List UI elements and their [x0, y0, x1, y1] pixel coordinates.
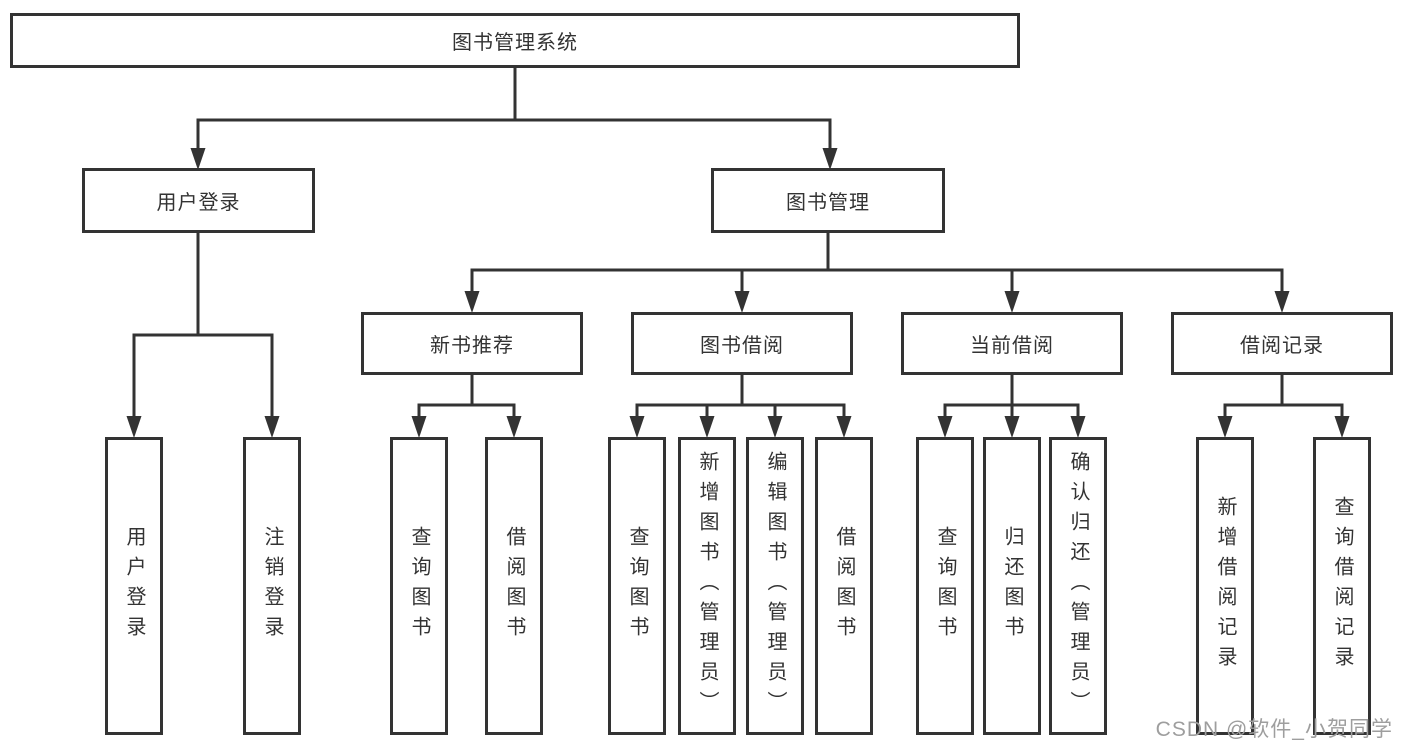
node-label: 查询图书 — [408, 526, 430, 646]
node-label: 新书推荐 — [430, 335, 514, 357]
node-current-borrowing: 当前借阅 — [901, 312, 1123, 375]
leaf-borrow-books-1: 借阅图书 — [485, 437, 543, 735]
node-label: 图书借阅 — [700, 335, 784, 357]
leaf-user-login: 用户登录 — [105, 437, 163, 735]
leaf-query-books-2: 查询图书 — [608, 437, 666, 735]
node-label: 图书管理 — [786, 192, 870, 214]
node-label: 查询图书 — [626, 526, 648, 646]
leaf-query-books-3: 查询图书 — [916, 437, 974, 735]
node-user-login-group: 用户登录 — [82, 168, 315, 233]
node-label: 查询借阅记录 — [1331, 496, 1353, 676]
leaf-logout: 注销登录 — [243, 437, 301, 735]
node-label: 借阅图书 — [503, 526, 525, 646]
leaf-borrow-books-2: 借阅图书 — [815, 437, 873, 735]
leaf-return-books: 归还图书 — [983, 437, 1041, 735]
node-label: 借阅图书 — [833, 526, 855, 646]
leaf-query-borrow-record: 查询借阅记录 — [1313, 437, 1371, 735]
node-label: 用户登录 — [156, 192, 241, 214]
csdn-watermark: CSDN @软件_小贺同学 — [1155, 718, 1393, 741]
node-book-management: 图书管理 — [711, 168, 945, 233]
leaf-confirm-return-admin: 确认归还（管理员） — [1049, 437, 1107, 735]
node-label: 新增图书（管理员） — [696, 451, 718, 721]
node-label: 新增借阅记录 — [1214, 496, 1236, 676]
leaf-query-books-1: 查询图书 — [390, 437, 448, 735]
node-label: 借阅记录 — [1240, 335, 1324, 357]
leaf-add-books-admin: 新增图书（管理员） — [678, 437, 736, 735]
leaf-edit-books-admin: 编辑图书（管理员） — [746, 437, 804, 735]
leaf-add-borrow-record: 新增借阅记录 — [1196, 437, 1254, 735]
node-borrowing-records: 借阅记录 — [1171, 312, 1393, 375]
node-label: 编辑图书（管理员） — [764, 451, 786, 721]
node-label: 确认归还（管理员） — [1067, 451, 1089, 721]
node-label: 注销登录 — [261, 526, 283, 646]
node-label: 归还图书 — [1001, 526, 1023, 646]
node-new-book-recommendation: 新书推荐 — [361, 312, 583, 375]
node-book-borrowing: 图书借阅 — [631, 312, 853, 375]
node-label: 当前借阅 — [970, 335, 1054, 357]
node-label: 查询图书 — [934, 526, 956, 646]
node-library-management-system: 图书管理系统 — [10, 13, 1020, 68]
node-label: 图书管理系统 — [452, 32, 578, 54]
node-label: 用户登录 — [123, 526, 145, 646]
arrowheads — [126, 148, 1350, 438]
